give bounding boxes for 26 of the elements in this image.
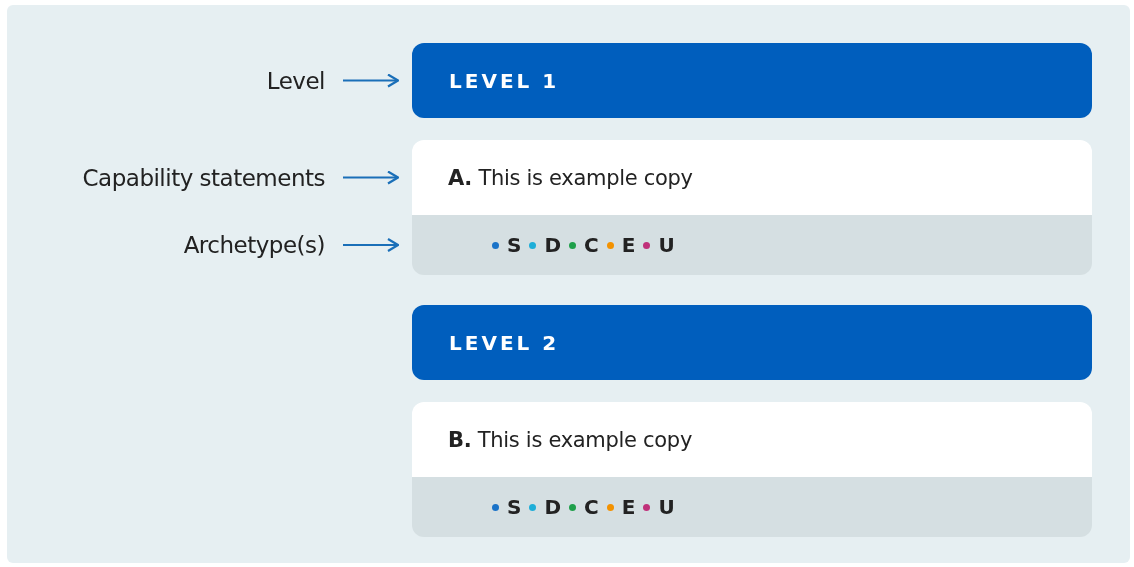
row-label: Level xyxy=(266,68,325,94)
arrow xyxy=(343,170,400,185)
arrow xyxy=(343,73,400,88)
archetype-band xyxy=(412,477,1092,537)
statement-card xyxy=(412,140,1092,215)
level-title: LEVEL 2 xyxy=(449,330,560,355)
archetype-letter: E xyxy=(621,495,636,519)
level-header xyxy=(412,43,1092,118)
archetype-band xyxy=(412,215,1092,275)
archetype-letter: S xyxy=(507,495,522,519)
archetype-letter: U xyxy=(658,495,675,519)
archetype-letter: U xyxy=(658,233,675,257)
statement-card xyxy=(412,402,1092,477)
archetype-letter: D xyxy=(544,495,561,519)
archetype-letter: C xyxy=(584,495,599,519)
statement-text: A. This is example copy xyxy=(448,165,693,190)
level-header xyxy=(412,305,1092,380)
level-title: LEVEL 1 xyxy=(449,68,560,93)
statement-text: B. This is example copy xyxy=(448,427,693,452)
archetype-letter: S xyxy=(507,233,522,257)
arrow xyxy=(343,237,400,253)
archetype-letter: D xyxy=(544,233,561,257)
row-label: Capability statements xyxy=(82,165,325,191)
archetype-letter: C xyxy=(584,233,599,257)
row-label: Archetype(s) xyxy=(183,232,325,258)
archetype-letter: E xyxy=(621,233,636,257)
